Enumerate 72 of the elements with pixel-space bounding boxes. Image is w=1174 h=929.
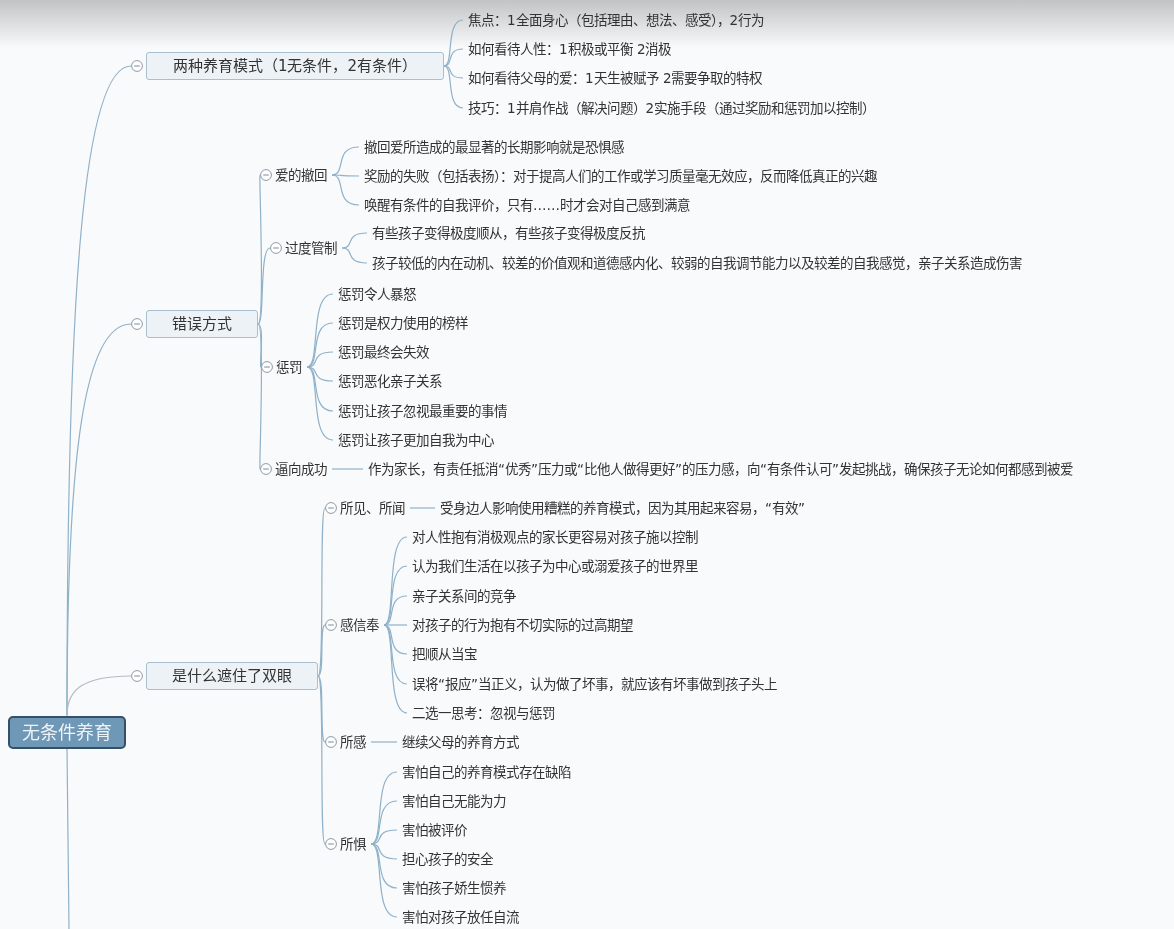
leaf-text: 误将“报应”当正义，认为做了坏事，就应该有坏事做到孩子头上 (407, 675, 777, 693)
branch-line (409, 507, 436, 509)
topic-box: 两种养育模式（1无条件，2有条件） (146, 52, 444, 80)
leaf-text: 受身边人影响使用糟糕的养育模式，因为其用起来容易，“有效” (435, 499, 805, 517)
leaf-text: 有些孩子变得极度顺从，有些孩子变得极度反抗 (367, 224, 645, 242)
leaf-text: 对孩子的行为抱有不切实际的过高期望 (407, 616, 633, 634)
leaf-text: 认为我们生活在以孩子为中心或溺爱孩子的世界里 (407, 557, 698, 575)
leaf-text: 害怕对孩子放任自流 (397, 908, 519, 926)
branch-line (370, 829, 398, 845)
subtopic-text: 过度管制 (284, 239, 338, 257)
branch-line (331, 174, 360, 206)
branch-line (317, 675, 326, 845)
branch-line (331, 174, 360, 177)
subtopic-text: 所见、所闻 (339, 499, 406, 517)
branch-line (383, 624, 408, 714)
subtopic-text: 逼向成功 (274, 460, 328, 478)
branch-line (383, 624, 408, 626)
branch-line (257, 247, 271, 325)
topic-box: 错误方式 (146, 310, 258, 338)
leaf-text: 奖励的失败（包括表扬）：对于提高人们的工作或学习质量毫无效应，反而降低真正的兴趣 (359, 167, 877, 185)
leaf-text: 害怕自己的养育模式存在缺陷 (397, 763, 571, 781)
branch-line (443, 48, 464, 67)
branch-line (306, 293, 334, 368)
leaf-text: 担心孩子的安全 (397, 850, 493, 868)
subtopic-text: 惩罚 (275, 358, 303, 376)
branch-line (383, 624, 408, 685)
branch-line (443, 19, 464, 67)
subtopic-text: 爱的撤回 (274, 166, 328, 184)
leaf-text: 对人性抱有消极观点的家长更容易对孩子施以控制 (407, 528, 698, 546)
root-topic-box: 无条件养育 (8, 715, 126, 749)
leaf-text: 惩罚最终会失效 (333, 343, 429, 361)
branch-line (306, 351, 334, 368)
branch-line (306, 366, 334, 441)
branch-line (331, 468, 364, 470)
leaf-text: 惩罚是权力使用的榜样 (333, 314, 468, 332)
branch-line (257, 323, 263, 470)
branch-line (370, 741, 398, 743)
leaf-text: 惩罚令人暴怒 (333, 285, 416, 303)
leaf-text: 亲子关系间的竞争 (407, 587, 516, 605)
branch-line (317, 675, 326, 743)
branch-line (317, 624, 326, 677)
branch-line (443, 65, 464, 109)
branch-line (370, 771, 398, 845)
leaf-text: 唤醒有条件的自我评价，只有……时才会对自己感到满意 (359, 196, 690, 214)
leaf-text: 惩罚让孩子更加自我为中心 (333, 431, 494, 449)
branch-line (66, 747, 70, 929)
subtopic-text: 所感 (339, 733, 367, 751)
leaf-text: 惩罚恶化亲子关系 (333, 372, 442, 390)
leaf-text: 害怕自己无能为力 (397, 792, 506, 810)
leaf-text: 如何看待人性：1积极或平衡 2消极 (463, 40, 672, 58)
leaf-text: 把顺从当宝 (407, 645, 477, 663)
leaf-text: 害怕被评价 (397, 821, 467, 839)
branch-line (341, 247, 368, 264)
branch-line (370, 843, 398, 918)
subtopic-text: 所惧 (339, 835, 367, 853)
topic-box: 是什么遮住了双眼 (146, 662, 318, 690)
leaf-text: 继续父母的养育方式 (397, 733, 519, 751)
leaf-text: 技巧：1并肩作战（解决问题）2实施手段（通过奖励和惩罚加以控制） (463, 99, 876, 117)
subtopic-text: 感信奉 (339, 616, 380, 634)
leaf-text: 害怕孩子娇生惯养 (397, 879, 506, 897)
leaf-text: 如何看待父母的爱：1天生被赋予 2需要争取的特权 (463, 69, 763, 87)
leaf-text: 作为家长，有责任抵消“优秀”压力或“比他人做得更好”的压力感，向“有条件认可”发起挑战，确保孩子无论如何都感到被爱 (363, 460, 1073, 478)
branch-line (383, 536, 408, 626)
branch-line (341, 232, 368, 249)
leaf-text: 撤回爱所造成的最显著的长期影响就是恐惧感 (359, 138, 624, 156)
branch-line (257, 323, 263, 368)
branch-line (383, 565, 408, 626)
leaf-text: 惩罚让孩子忽视最重要的事情 (333, 402, 507, 420)
leaf-text: 孩子较低的内在动机、较差的价值观和道德感内化、较弱的自我调节能力以及较差的自我感觉，亲子关系造成伤害 (367, 254, 1022, 272)
branch-line (66, 675, 132, 717)
leaf-text: 焦点：1全面身心（包括理由、想法、感受），2行为 (463, 11, 765, 29)
leaf-text: 二选一思考：忽视与惩罚 (407, 704, 555, 722)
